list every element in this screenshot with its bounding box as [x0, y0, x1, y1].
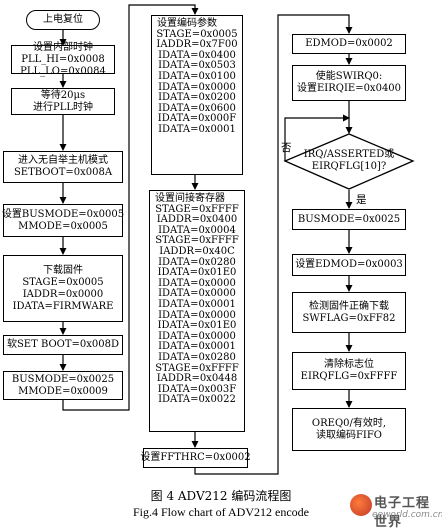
- busmode2-line2: MMODE=0x0009: [18, 385, 108, 397]
- register-line: IDATA=0x0004: [158, 224, 236, 236]
- clock-setup-box: 设置内部时钟 PLL_HI=0x0008 PLL_LO=0x0084: [11, 41, 115, 77]
- busmode-setup-box: 设置BUSMODE=0x0005 MMODE=0x0005: [1, 204, 125, 237]
- ffthrc-box: 设置FFTHRC=0x0002: [140, 448, 251, 468]
- softboot-label: 软SET BOOT=0x008D: [6, 339, 120, 350]
- register-line: IDATA=0x0001: [158, 341, 236, 353]
- register-line: IADDR=0x0448: [156, 373, 238, 385]
- read-fifo-box: OREQ0/有效时, 读取编码FIFO: [292, 408, 406, 451]
- wait-box: 等待20μs 进行PLL时钟: [11, 88, 115, 115]
- register-line: IDATA=0x0200: [158, 92, 236, 104]
- nonboot-title: 进入无自举主机模式: [18, 155, 108, 166]
- edmod-set-box: 设置EDMOD=0x0003: [292, 254, 406, 276]
- firmware-iaddr: IADDR=0x0000: [22, 288, 104, 300]
- start-label: 上电复位: [43, 14, 83, 25]
- busmode1-line2: MMODE=0x0005: [18, 220, 108, 232]
- busmode-final-box: BUSMODE=0x0025 MMODE=0x0009: [3, 371, 123, 400]
- swirq-line1: 使能SWIRQ0:: [315, 71, 383, 82]
- edmod-initial-box: EDMOD=0x0002: [292, 34, 406, 54]
- eeworld-logo: 电子工程世界 eeworld.com.cn: [350, 492, 442, 530]
- register-line: STAGE=0xFFFF: [155, 235, 239, 247]
- clear-line2: EIRQFLG=0xFFFF: [300, 371, 398, 382]
- register-line: IDATA=0x0000: [158, 309, 236, 321]
- swirq-line2: 设置EIRQIE=0x0400: [296, 83, 402, 94]
- register-line: STAGE=0xFFFF: [155, 203, 239, 215]
- nonboot-setboot: SETBOOT=0x008A: [13, 167, 113, 178]
- start-node: 上电复位: [26, 10, 100, 30]
- read-line2: 读取编码FIFO: [315, 429, 383, 441]
- busmode-col3-box: BUSMODE=0x0025: [292, 209, 406, 230]
- register-line: STAGE=0xFFFF: [155, 362, 239, 374]
- ffthrc-label: 设置FFTHRC=0x0002: [140, 452, 251, 463]
- register-line: IDATA=0x0000: [158, 288, 236, 300]
- watermark-cn: 电子工程世界: [374, 496, 431, 530]
- register-line: IDATA=0x01E0: [157, 267, 237, 279]
- arrow-col1-to-col2: [62, 4, 199, 411]
- register-line: IADDR=0x40C: [159, 245, 235, 257]
- busmode3-label: BUSMODE=0x0025: [297, 213, 401, 225]
- register-line: IADDR=0x0400: [156, 214, 238, 226]
- eeworld-logo-icon: [350, 494, 372, 516]
- wait-line2: 进行PLL时钟: [32, 101, 93, 113]
- arrow-col2-to-col3: [194, 14, 353, 475]
- enable-swirq-box: 使能SWIRQ0: 设置EIRQIE=0x0400: [292, 65, 406, 101]
- check-line2: SWFLAG=0xFF82: [302, 312, 396, 324]
- nonboot-mode-box: 进入无自举主机模式 SETBOOT=0x008A: [3, 151, 123, 183]
- decision-line1: IRQ/ASSERTED或: [303, 149, 395, 160]
- yes-label: 是: [356, 194, 367, 206]
- register-line: IDATA=0x000F: [157, 113, 237, 125]
- register-line: IDATA=0x0000: [158, 277, 236, 289]
- clear-line1: 清除标志位: [324, 359, 374, 370]
- clear-flag-box: 清除标志位 EIRQFLG=0xFFFF: [292, 352, 406, 390]
- clock-pll-lo: PLL_LO=0x0084: [20, 65, 106, 77]
- edmod1-label: EDMOD=0x0002: [305, 38, 393, 49]
- figure-caption-cn: 图 4 ADV212 编码流程图: [150, 489, 292, 503]
- decision-diamond: [283, 133, 415, 190]
- register-line: IDATA=0x0280: [158, 351, 236, 363]
- register-line: IDATA=0x0503: [158, 60, 236, 72]
- edmod2-label: 设置EDMOD=0x0003: [295, 259, 403, 270]
- decision-line2: EIRQFLG[10]?: [311, 161, 387, 172]
- clock-pll-hi: PLL_HI=0x0008: [21, 53, 105, 65]
- indirect-title: 设置间接寄存器: [155, 193, 225, 204]
- busmode1-line1: 设置BUSMODE=0x0005: [1, 208, 125, 220]
- firmware-download-box: 下载固件 STAGE=0x0005 IADDR=0x0000 IDATA=FIR…: [3, 255, 123, 322]
- params-title: 设置编码参数: [157, 18, 217, 29]
- register-line: IADDR=0x7F00: [156, 39, 238, 51]
- register-line: IDATA=0x0001: [158, 123, 236, 135]
- no-label: 否: [281, 142, 292, 154]
- register-line: IDATA=0x003F: [157, 383, 237, 395]
- firmware-idata: IDATA=FIRMWARE: [12, 300, 114, 312]
- firmware-title: 下载固件: [43, 264, 83, 276]
- clock-title: 设置内部时钟: [33, 41, 93, 53]
- register-line: IDATA=0x0000: [158, 81, 236, 93]
- firmware-stage: STAGE=0x0005: [22, 276, 104, 288]
- register-line: IDATA=0x0400: [158, 49, 236, 61]
- wait-line1: 等待20μs: [40, 89, 86, 101]
- check-line1: 检测固件正确下载: [309, 300, 389, 312]
- register-line: IDATA=0x01E0: [157, 320, 237, 332]
- arrow-decision-no-loop: [284, 114, 350, 161]
- register-line: IDATA=0x0600: [158, 102, 236, 114]
- check-firmware-box: 检测固件正确下载 SWFLAG=0xFF82: [292, 292, 406, 333]
- busmode2-line1: BUSMODE=0x0025: [11, 373, 115, 385]
- register-line: STAGE=0x0005: [156, 28, 238, 40]
- soft-setboot-box: 软SET BOOT=0x008D: [3, 335, 123, 355]
- read-line1: OREQ0/有效时,: [311, 417, 387, 429]
- register-line: IDATA=0x0001: [158, 298, 236, 310]
- figure-caption-en: Fig.4 Flow chart of ADV212 encode: [133, 505, 309, 519]
- register-line: IDATA=0x0100: [158, 70, 236, 82]
- register-line: IDATA=0x0022: [158, 394, 236, 406]
- register-line: IDATA=0x0280: [158, 256, 236, 268]
- decision-text: IRQ/ASSERTED或 EIRQFLG[10]?: [295, 149, 403, 173]
- watermark-en: eeworld.com.cn: [372, 510, 442, 520]
- register-line: IDATA=0x0000: [158, 330, 236, 342]
